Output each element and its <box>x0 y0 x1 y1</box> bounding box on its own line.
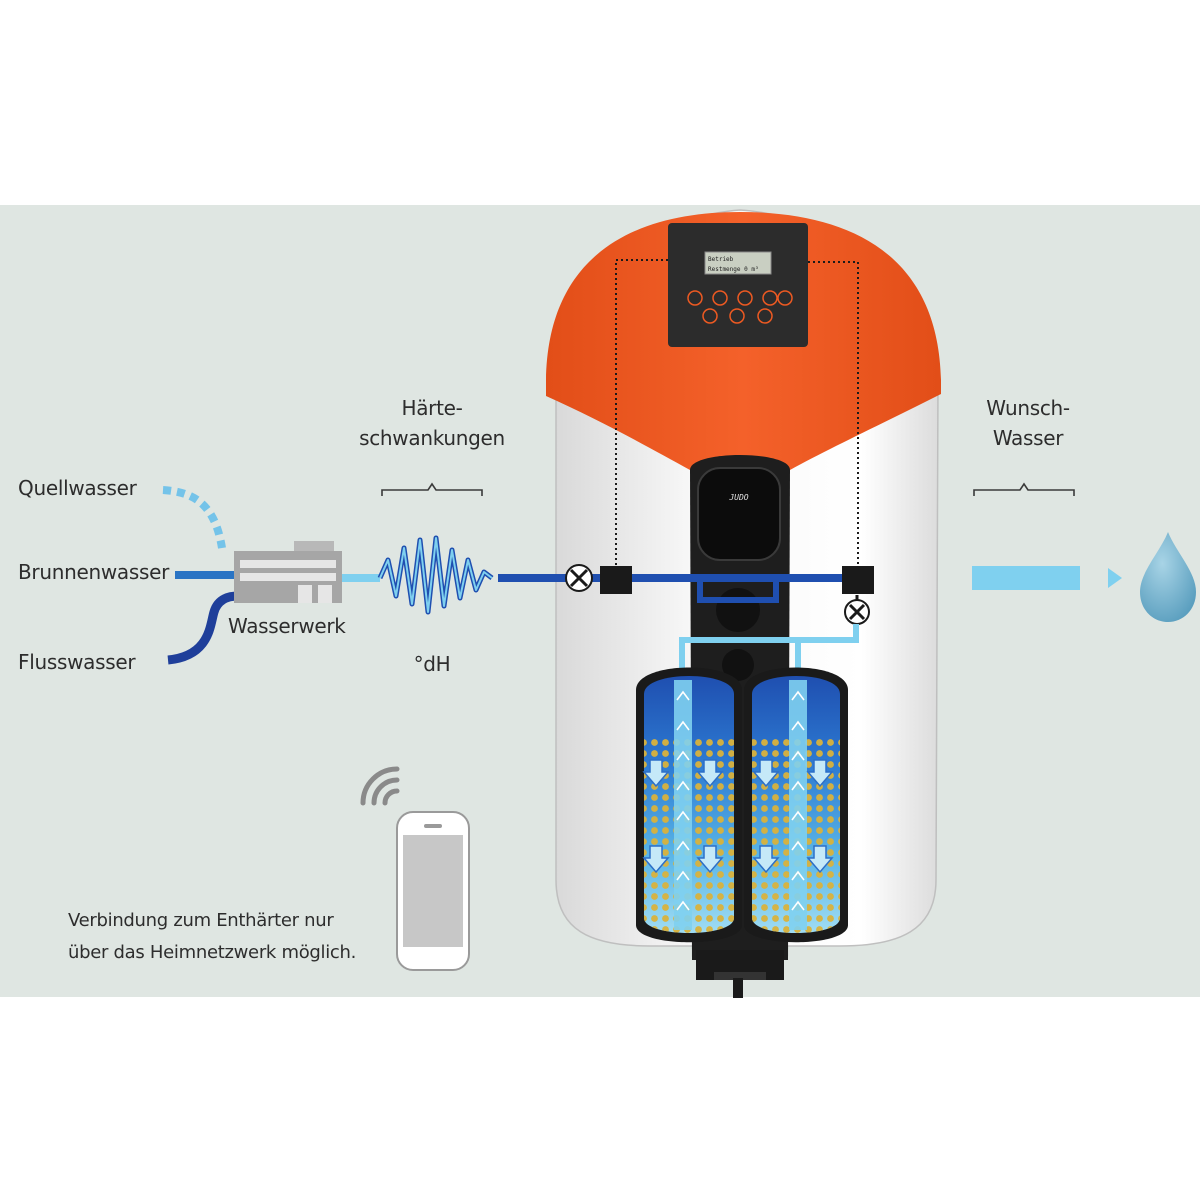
spring-water-pipe <box>162 486 226 549</box>
target-label-line2: Wasser <box>992 426 1064 450</box>
control-line-left <box>615 259 668 570</box>
resin-tank-right <box>744 667 848 943</box>
hard-water-feed <box>697 578 779 603</box>
source-label-river-water: Flusswasser <box>18 650 136 674</box>
target-label-line1: Wunsch- <box>986 396 1070 420</box>
resin-tank-left <box>636 667 742 943</box>
network-note-line1: Verbindung zum Enthärter nur <box>68 910 334 931</box>
outlet-sensor <box>842 566 874 594</box>
river-water-pipe <box>167 591 239 665</box>
riser-up-arrows <box>676 690 805 911</box>
inlet-valve-icon <box>565 564 593 592</box>
lcd-display <box>704 251 772 275</box>
water-drop-icon <box>1140 532 1196 622</box>
blending-valve-icon <box>844 599 870 625</box>
control-panel <box>668 223 808 347</box>
lcd-row-2: Restmenge 0 m³ <box>708 266 759 273</box>
inlet-sensor <box>600 566 632 594</box>
flow-arrow <box>1108 568 1122 588</box>
brand-display <box>697 467 781 561</box>
soft-water-return <box>679 624 859 690</box>
brand-logo: JUDO <box>728 493 748 502</box>
smartphone-icon <box>396 811 470 971</box>
hardness-wave-icon <box>342 535 494 615</box>
waterworks-label: Wasserwerk <box>228 614 346 638</box>
source-label-well-water: Brunnenwasser <box>18 560 170 584</box>
network-note-line2: über das Heimnetzwerk möglich. <box>68 942 357 963</box>
bypass-port <box>716 588 760 632</box>
control-buttons <box>687 290 793 324</box>
waterworks-building-icon <box>234 541 342 603</box>
target-brace <box>973 482 1075 496</box>
control-line-right <box>808 261 859 570</box>
water-softener-unit: Betrieb Restmenge 0 m³ JUDO <box>546 209 941 998</box>
source-label-spring-water: Quellwasser <box>18 476 137 500</box>
hardness-label-line1: Härte- <box>401 396 463 420</box>
flow-down-arrows <box>642 759 834 874</box>
hardness-label-line2: schwankungen <box>359 426 505 450</box>
lcd-row-1: Betrieb <box>708 256 734 263</box>
soft-water-meter <box>972 566 1080 590</box>
hardness-brace <box>381 482 483 496</box>
wifi-signal-icon <box>360 766 400 806</box>
hardness-unit-label: °dH <box>413 652 451 676</box>
